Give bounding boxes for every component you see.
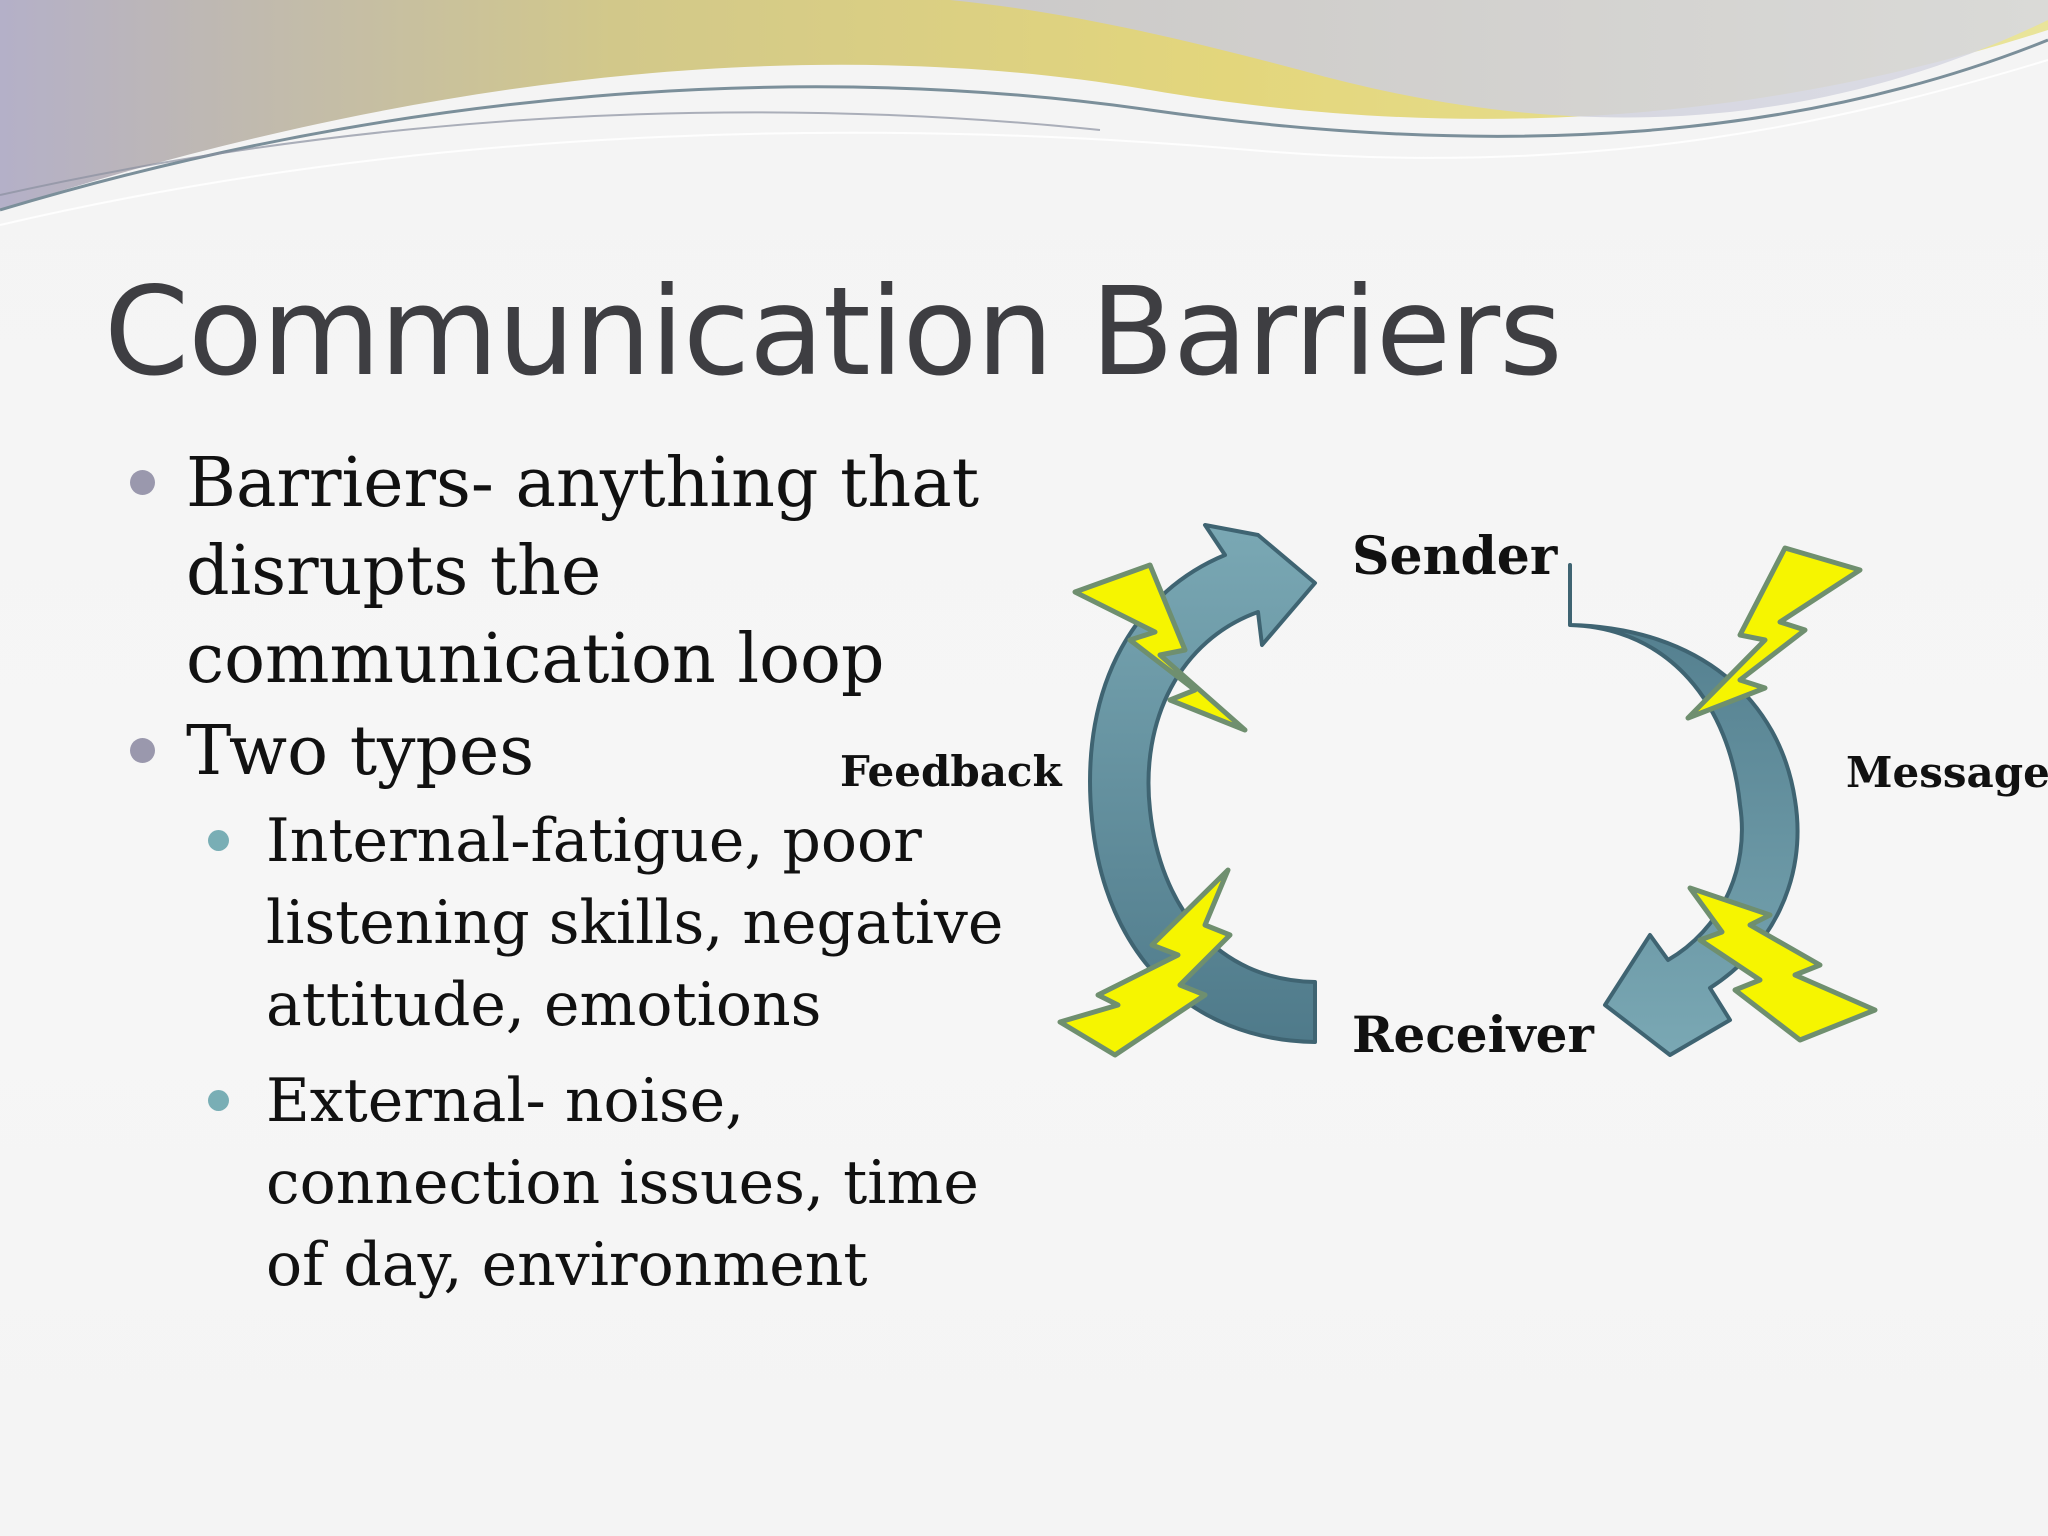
bullet-line: Two types (186, 712, 535, 791)
bullet-item: Two types (126, 708, 1026, 796)
sub-bullet-line: of day, environment (266, 1230, 868, 1300)
feedback-label: Feedback (840, 747, 1062, 796)
sub-bullet-item: Internal-fatigue, poor listening skills,… (206, 800, 1026, 1046)
sub-bullet-dot-icon (208, 830, 229, 851)
bullet-dot-icon (130, 470, 155, 495)
sub-bullet-line: External- noise, (266, 1066, 745, 1136)
bullet-list: Barriers- anything that disrupts the com… (126, 440, 1026, 1320)
bullet-line: communication loop (186, 620, 885, 699)
sub-bullet-line: Internal-fatigue, poor (266, 806, 922, 876)
bullet-line: disrupts the (186, 532, 602, 611)
lightning-bolt-icon (1687, 885, 1878, 1043)
lightning-bolt-icon (1057, 867, 1233, 1058)
sender-label: Sender (1352, 526, 1558, 587)
lightning-bolt-icon (1072, 562, 1248, 733)
sub-bullet-dot-icon (208, 1090, 229, 1111)
sub-bullet-line: listening skills, negative (266, 888, 1004, 958)
bullet-line: Barriers- anything that (186, 444, 980, 523)
bullet-item: Barriers- anything that disrupts the com… (126, 440, 1026, 704)
sub-bullet-list: Internal-fatigue, poor listening skills,… (126, 800, 1026, 1306)
sub-bullet-line: attitude, emotions (266, 970, 822, 1040)
lightning-bolt-icon (1685, 545, 1863, 721)
sub-bullet-item: External- noise, connection issues, time… (206, 1060, 1026, 1306)
slide-title: Communication Barriers (104, 261, 1563, 403)
header-wave-banner (0, 0, 2048, 226)
message-label: Message (1846, 748, 2048, 797)
sub-bullet-line: connection issues, time (266, 1148, 979, 1218)
bullet-dot-icon (130, 738, 155, 763)
receiver-label: Receiver (1352, 1005, 1594, 1064)
